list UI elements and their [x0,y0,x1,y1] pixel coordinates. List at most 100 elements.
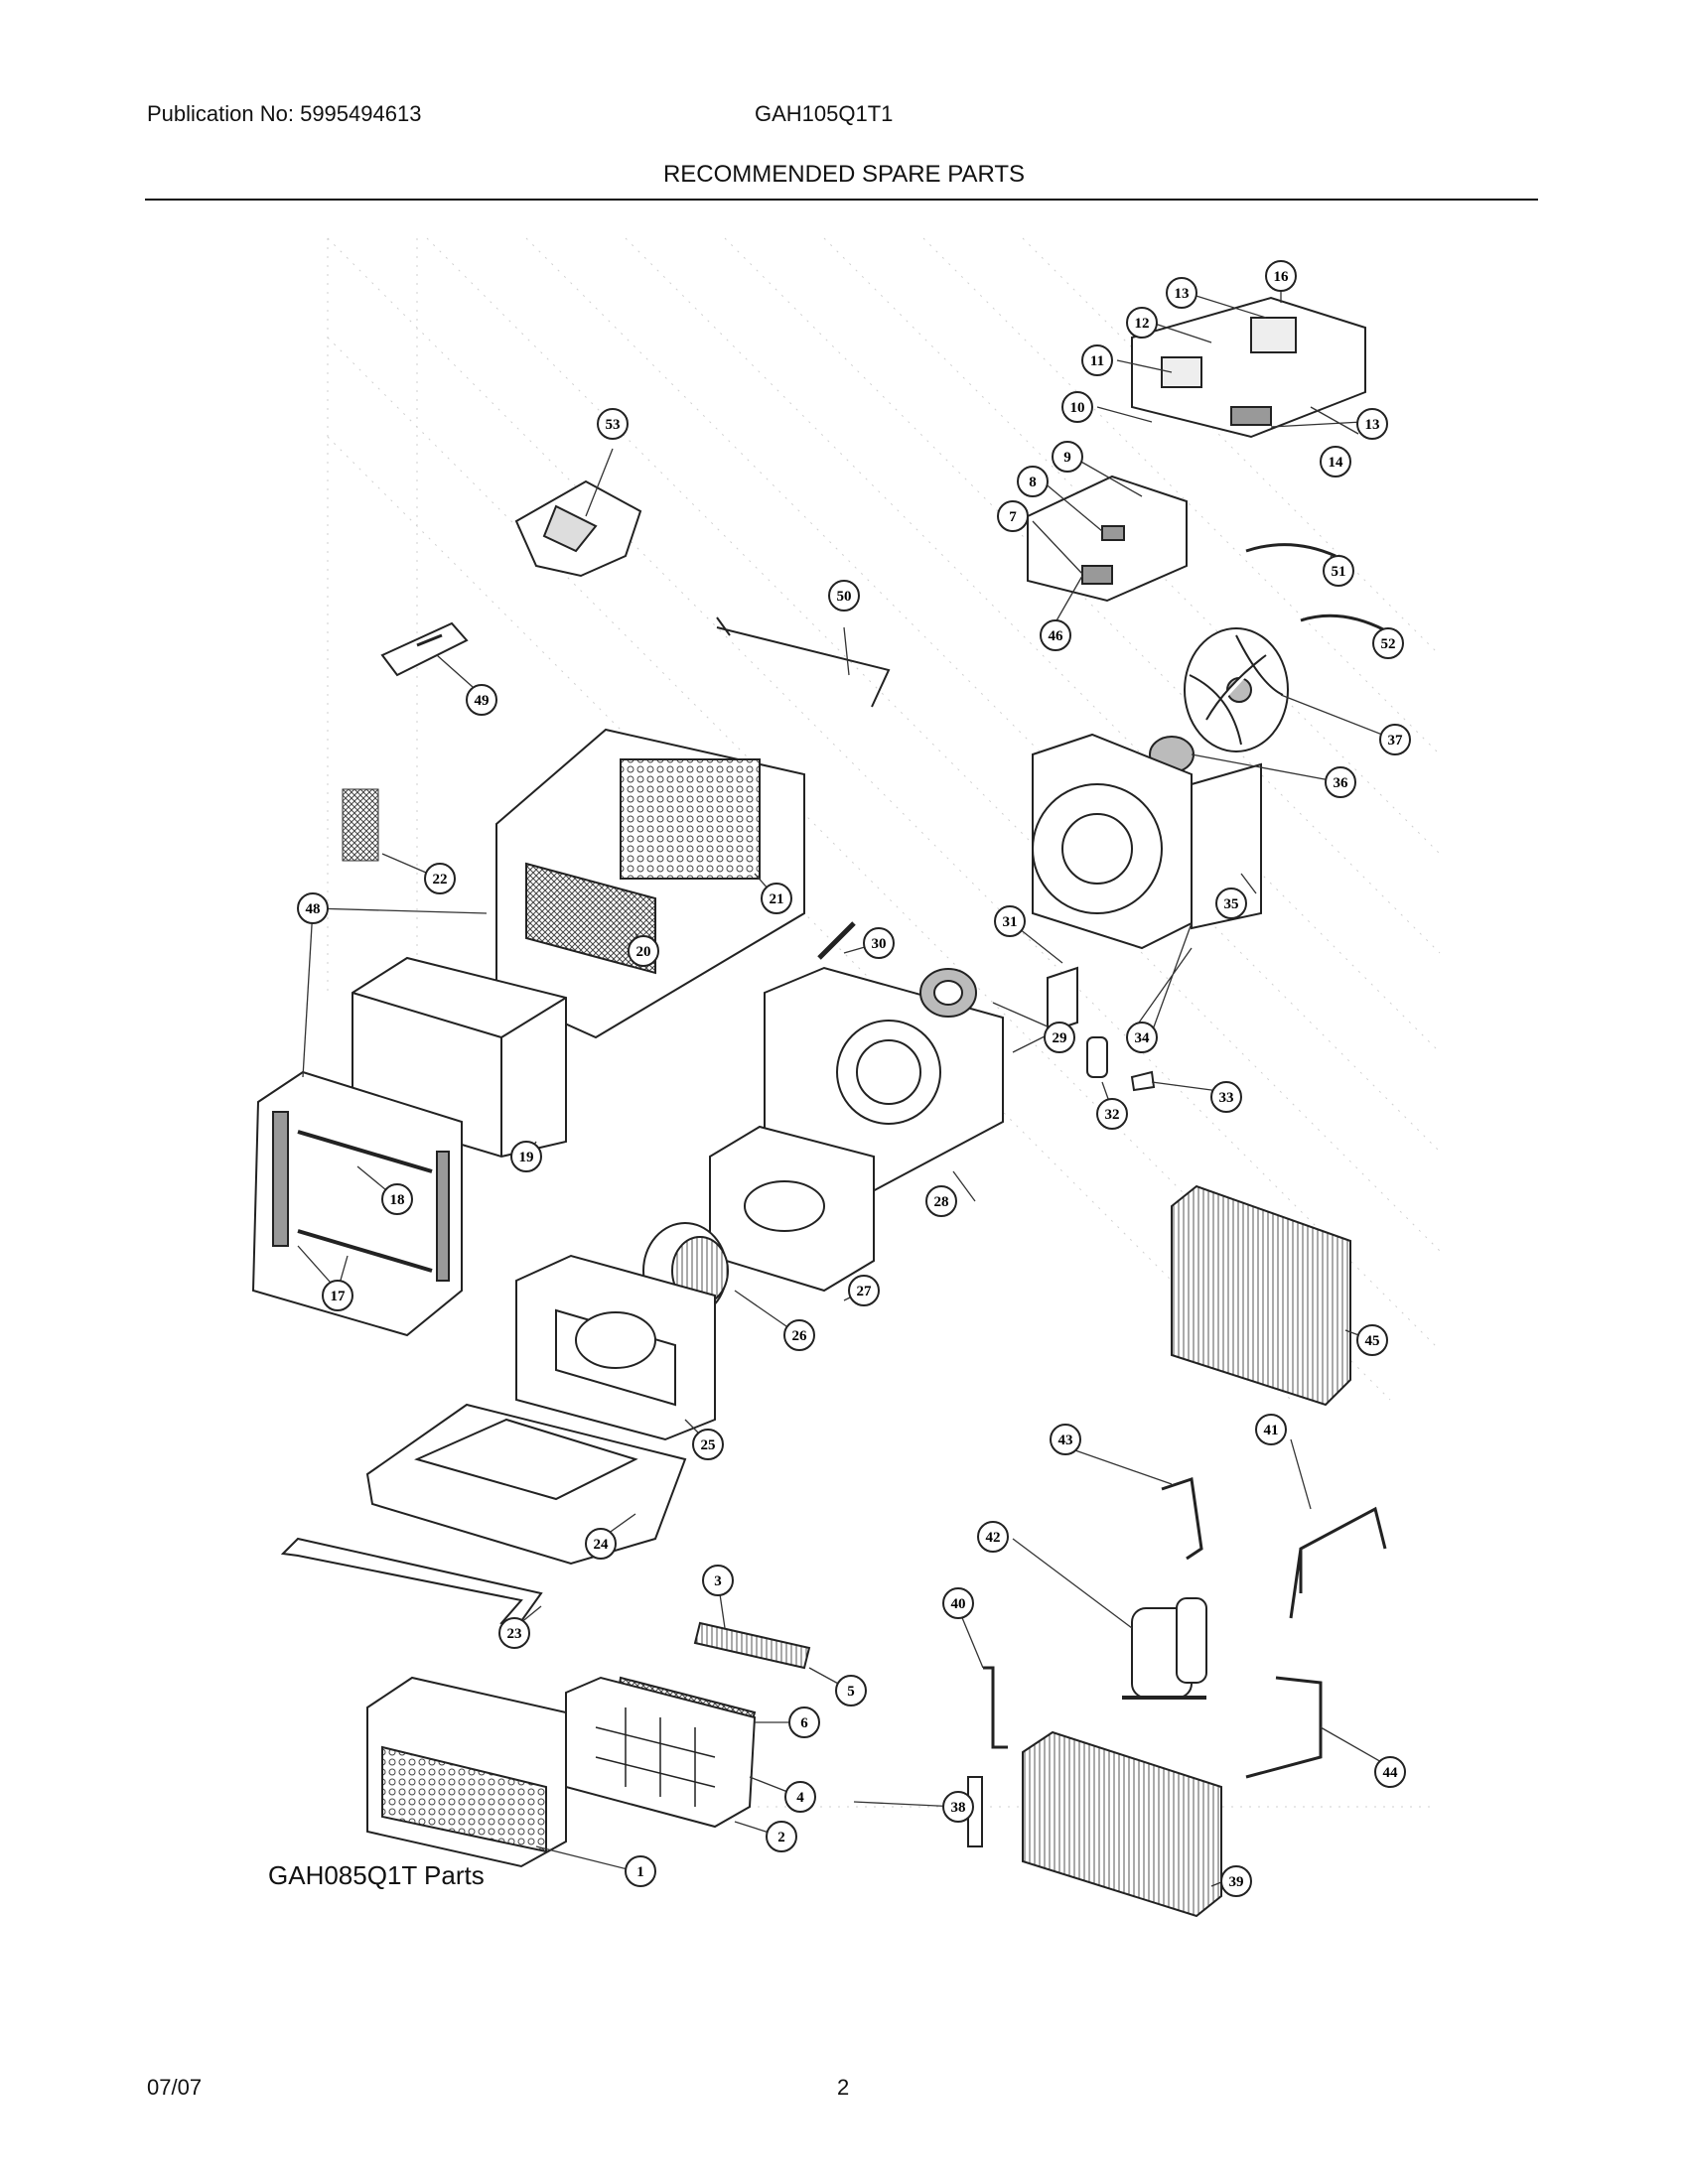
callout-number: 50 [837,589,852,605]
callout-51: 51 [1323,555,1354,587]
callout-circle [1126,307,1158,339]
callout-number: 32 [1105,1107,1120,1123]
callout-2: 2 [766,1821,797,1852]
callout-21: 21 [761,883,792,914]
page-title: RECOMMENDED SPARE PARTS [662,161,1026,188]
callout-circle [848,1275,880,1306]
callout-circle [1052,441,1083,473]
callout-46: 46 [1040,619,1071,651]
callout-circle [1050,1424,1081,1455]
callout-6: 6 [788,1706,820,1738]
condenser-fan-part [1184,627,1289,752]
callout-circle [1040,619,1071,651]
callout-number: 14 [1329,455,1344,471]
callout-14: 14 [1320,446,1351,478]
motor-bracket-part [1047,966,1078,1034]
callout-number: 48 [306,901,321,917]
discharge-tube-part [1161,1477,1203,1561]
callout-number: 51 [1332,564,1346,580]
callout-number: 27 [857,1284,873,1299]
front-frame-part [251,1070,463,1337]
callout-number: 7 [1009,509,1017,525]
capillary-tube-part [1289,1506,1387,1619]
callout-number: 3 [714,1573,722,1589]
callout-36: 36 [1325,766,1356,798]
callout-circle [925,1185,957,1217]
callout-circle [1215,887,1247,919]
callout-number: 31 [1003,914,1018,930]
evaporator-coil-part [1171,1184,1351,1407]
callout-number: 5 [847,1684,855,1700]
callout-circle [1379,724,1411,755]
callout-20: 20 [628,935,659,967]
callout-number: 10 [1070,400,1085,416]
callout-number: 17 [331,1289,347,1304]
callout-9: 9 [1052,441,1083,473]
callout-circle [1356,408,1388,440]
callout-circle [597,408,629,440]
callout-number: 36 [1334,775,1349,791]
publication-number: Publication No: 5995494613 [147,101,422,126]
callout-circle [828,580,860,612]
callout-circle [702,1565,734,1596]
wire-harness-part [1245,543,1336,558]
remote-control-part [380,621,469,677]
callout-50: 50 [828,580,860,612]
callout-circle [424,863,456,894]
callout-number: 21 [770,891,784,907]
callout-37: 37 [1379,724,1411,755]
callout-23: 23 [498,1617,530,1649]
front-panel-part [366,1676,567,1868]
callout-number: 35 [1224,896,1239,912]
callout-number: 16 [1274,269,1290,285]
callout-7: 7 [997,500,1029,532]
scroll-housing-part [709,1125,875,1293]
callout-10: 10 [1061,391,1093,423]
callout-8: 8 [1017,466,1049,497]
callout-circle [381,1183,413,1215]
evaporator-frame-part [515,1254,716,1441]
callout-circle [1372,627,1404,659]
callout-circle [628,935,659,967]
callout-27: 27 [848,1275,880,1306]
callout-circle [997,500,1029,532]
callout-circle [1044,1022,1075,1053]
callout-number: 43 [1058,1433,1073,1448]
callout-4: 4 [784,1781,816,1813]
callout-22: 22 [424,863,456,894]
model-number: GAH105Q1T1 [755,101,894,126]
callout-52: 52 [1372,627,1404,659]
callout-39: 39 [1220,1865,1252,1897]
callout-circle [788,1706,820,1738]
callout-number: 9 [1063,450,1071,466]
small-grille-part [342,788,379,862]
callout-41: 41 [1255,1414,1287,1445]
callout-circle [1323,555,1354,587]
callout-13b: 13 [1356,408,1388,440]
callout-18: 18 [381,1183,413,1215]
callout-number: 34 [1135,1030,1151,1046]
callout-45: 45 [1356,1324,1388,1356]
header-rule [145,199,1538,201]
callout-circle [1265,260,1297,292]
callout-30: 30 [863,927,895,959]
callout-circle [1255,1414,1287,1445]
callout-circle [625,1855,656,1887]
callout-number: 2 [777,1830,785,1845]
compressor-part [1122,1597,1207,1700]
callout-number: 37 [1388,733,1404,749]
callout-number: 53 [606,417,621,433]
callout-circle [784,1781,816,1813]
callout-number: 11 [1090,353,1104,369]
callout-44: 44 [1374,1756,1406,1788]
callout-31: 31 [994,905,1026,937]
callout-circle [498,1617,530,1649]
callout-circle [1320,446,1351,478]
callout-circle [766,1821,797,1852]
callout-number: 12 [1135,316,1150,332]
callout-13a: 13 [1166,277,1197,309]
callout-circle [942,1791,974,1823]
callout-38: 38 [942,1791,974,1823]
small-bar-part [817,921,856,960]
